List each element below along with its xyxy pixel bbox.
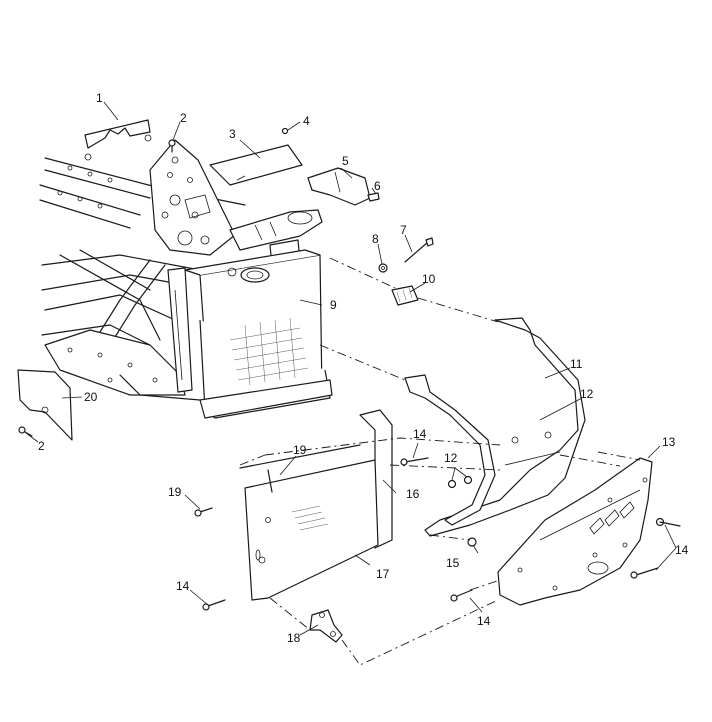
- callout-14-bottom: 14: [477, 614, 491, 628]
- fasteners: [18, 127, 681, 611]
- callout-20: 20: [84, 390, 98, 404]
- callout-8: 8: [372, 232, 379, 246]
- guard-16-17: [239, 409, 393, 601]
- callout-12-lower: 12: [444, 451, 458, 465]
- callout-2-lower: 2: [38, 439, 45, 453]
- bracket-18: [309, 609, 343, 643]
- callout-7: 7: [400, 223, 407, 237]
- bracket-5: [307, 167, 371, 206]
- callout-17: 17: [376, 567, 390, 581]
- callout-18: 18: [287, 631, 301, 645]
- callout-4: 4: [303, 114, 310, 128]
- callout-5: 5: [342, 154, 349, 168]
- callout-6: 6: [374, 179, 381, 193]
- bracket-plate-1: [84, 119, 152, 161]
- callout-14-right: 14: [675, 543, 689, 557]
- assembly-lines: [239, 257, 641, 666]
- bumper-11: [404, 317, 586, 537]
- callout-15: 15: [446, 556, 460, 570]
- callout-14-left: 14: [176, 579, 190, 593]
- callout-1: 1: [96, 91, 103, 105]
- callout-19-upper: 19: [293, 443, 307, 457]
- skid-plate-13: [497, 457, 653, 606]
- radiator: [184, 249, 333, 419]
- callout-10: 10: [422, 272, 436, 286]
- callout-11: 11: [570, 357, 583, 371]
- callout-13: 13: [662, 435, 676, 449]
- callout-2-top: 2: [180, 111, 187, 125]
- side-panel-20: [17, 369, 73, 441]
- callout-3: 3: [229, 127, 236, 141]
- leader-lines: [25, 101, 677, 636]
- callout-14-mid: 14: [413, 427, 427, 441]
- chassis-frame: [39, 139, 323, 401]
- callout-9: 9: [330, 298, 337, 312]
- callout-16: 16: [406, 487, 420, 501]
- shield-3: [209, 144, 303, 186]
- callout-12-upper: 12: [580, 387, 594, 401]
- callout-19-left: 19: [168, 485, 182, 499]
